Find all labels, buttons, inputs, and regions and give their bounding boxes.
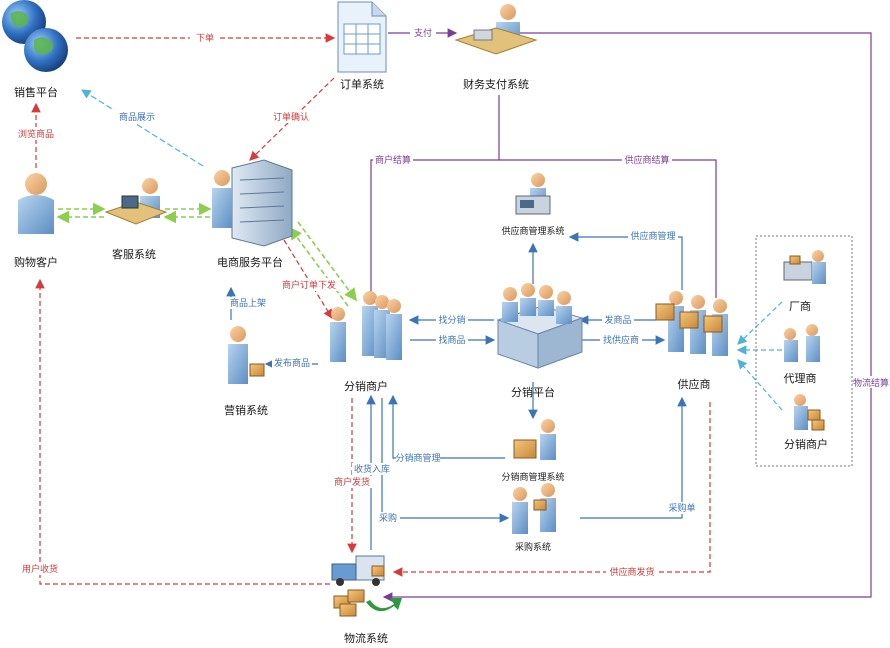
label-publish: 发布商品 bbox=[274, 357, 310, 369]
label-find-goods: 找商品 bbox=[438, 334, 465, 346]
label-dist-platform: 分销平台 bbox=[511, 385, 555, 399]
label-supplier: 供应商 bbox=[678, 377, 711, 391]
source-group-box bbox=[755, 235, 853, 467]
label-order-system: 订单系统 bbox=[340, 78, 384, 91]
factory-worker-icon bbox=[783, 250, 826, 284]
node-ec-platform: 电商服务平台 bbox=[212, 159, 293, 269]
label-marketing: 营销系统 bbox=[224, 403, 268, 417]
person-briefcase-icon bbox=[228, 326, 265, 384]
label-shopper: 购物客户 bbox=[14, 255, 58, 269]
node-agent: 代理商 bbox=[784, 324, 820, 385]
label-find-dist: 找分销 bbox=[438, 314, 465, 326]
label-dist-merchant-2: 分销商户 bbox=[784, 437, 828, 451]
people-group-icon bbox=[330, 291, 402, 362]
node-dist-mgmt: 分销商管理系统 bbox=[501, 419, 565, 483]
label-purchase: 采购 bbox=[379, 512, 397, 524]
edge-purchase-order bbox=[580, 396, 687, 519]
meeting-table-icon bbox=[496, 283, 584, 369]
truck-icon bbox=[331, 555, 402, 617]
label-pay: 支付 bbox=[414, 27, 432, 39]
label-order-confirm: 订单确认 bbox=[273, 111, 309, 123]
node-shopper: 购物客户 bbox=[14, 173, 58, 269]
edge-user-receive bbox=[35, 278, 330, 585]
node-sales-platform: 销售平台 bbox=[2, 0, 68, 99]
label-ec-platform: 电商服务平台 bbox=[217, 255, 283, 269]
label-find-supplier: 找供应商 bbox=[603, 334, 639, 346]
people-boxes-icon bbox=[655, 291, 728, 356]
label-merchant-order: 商户订单下发 bbox=[282, 279, 336, 291]
label-supplier-manage: 供应商管理 bbox=[630, 230, 675, 242]
node-supplier-mgmt: 供应商管理系统 bbox=[501, 173, 565, 237]
label-manufacturer: 厂商 bbox=[789, 299, 811, 313]
label-purchase-system: 采购系统 bbox=[515, 541, 551, 553]
edge-merchant-settle bbox=[370, 95, 500, 300]
node-dist-merchant-2: 分销商户 bbox=[784, 394, 828, 451]
label-user-receive: 用户收货 bbox=[22, 563, 58, 575]
edge-show-goods bbox=[80, 89, 204, 167]
node-dist-platform: 分销平台 bbox=[496, 283, 584, 399]
node-supplier: 供应商 bbox=[655, 291, 728, 391]
node-logistics: 物流系统 bbox=[331, 555, 402, 645]
label-merchant-settle: 商户结算 bbox=[375, 154, 411, 166]
label-merchant-ship: 商户发货 bbox=[334, 476, 370, 488]
label-shelve: 商品上架 bbox=[230, 297, 266, 309]
label-ship-goods: 发商品 bbox=[604, 314, 631, 326]
node-purchase-system: 采购系统 bbox=[512, 483, 556, 553]
globe-icon bbox=[2, 0, 68, 72]
label-cs-system: 客服系统 bbox=[112, 247, 156, 261]
edge-dist2 bbox=[737, 359, 783, 411]
label-sales-platform: 销售平台 bbox=[14, 85, 58, 99]
node-finance-system: 财务支付系统 bbox=[454, 4, 538, 91]
customer-service-icon bbox=[104, 178, 168, 225]
label-receive-stock: 收货入库 bbox=[354, 463, 390, 475]
node-marketing: 营销系统 bbox=[224, 326, 268, 417]
label-supplier-ship: 供应商发货 bbox=[609, 566, 654, 578]
label-supplier-mgmt: 供应商管理系统 bbox=[501, 225, 564, 237]
label-place-order: 下单 bbox=[196, 32, 214, 44]
person-box-icon bbox=[513, 419, 556, 460]
label-agent: 代理商 bbox=[784, 371, 817, 385]
label-logistics: 物流系统 bbox=[344, 631, 388, 645]
handshake-icon bbox=[784, 324, 820, 362]
person-boxes-icon bbox=[794, 394, 825, 431]
edge-manufacturer bbox=[737, 301, 783, 345]
edge-supplier-manage bbox=[568, 232, 683, 290]
edge-logistics-settle bbox=[382, 32, 872, 602]
label-supplier-settle: 供应商结算 bbox=[624, 154, 669, 166]
label-show-goods: 商品展示 bbox=[119, 111, 155, 123]
person-terminal-icon bbox=[515, 173, 551, 215]
label-browse: 浏览商品 bbox=[18, 128, 54, 140]
edge-dist-manage bbox=[388, 394, 505, 459]
label-finance-system: 财务支付系统 bbox=[463, 77, 529, 91]
label-dist-merchant: 分销商户 bbox=[344, 379, 388, 393]
node-manufacturer: 厂商 bbox=[783, 250, 826, 313]
edge-labels: 下单 支付 浏览商品 商品展示 订单确认 商户结算 供应商结算 物流结算 供应商… bbox=[14, 26, 890, 578]
label-logistics-settle: 物流结算 bbox=[853, 377, 889, 389]
node-cs-system: 客服系统 bbox=[104, 178, 168, 261]
person-icon bbox=[18, 173, 54, 234]
document-table-icon bbox=[337, 1, 387, 73]
edge-supplier-ship bbox=[392, 402, 711, 577]
people-trade-icon bbox=[512, 483, 556, 534]
edge-supplier-settle bbox=[499, 159, 717, 298]
edge-green-6 bbox=[289, 226, 349, 307]
label-dist-manage: 分销商管理 bbox=[395, 452, 440, 464]
edge-green-5 bbox=[297, 221, 357, 302]
node-dist-merchant: 分销商户 bbox=[330, 291, 402, 393]
server-rack-icon bbox=[212, 159, 293, 247]
person-desk-icon bbox=[454, 4, 538, 55]
edge-merchant-order bbox=[283, 239, 333, 320]
node-order-system: 订单系统 bbox=[337, 1, 387, 91]
label-purchase-order: 采购单 bbox=[668, 502, 695, 514]
label-dist-mgmt: 分销商管理系统 bbox=[501, 471, 564, 483]
